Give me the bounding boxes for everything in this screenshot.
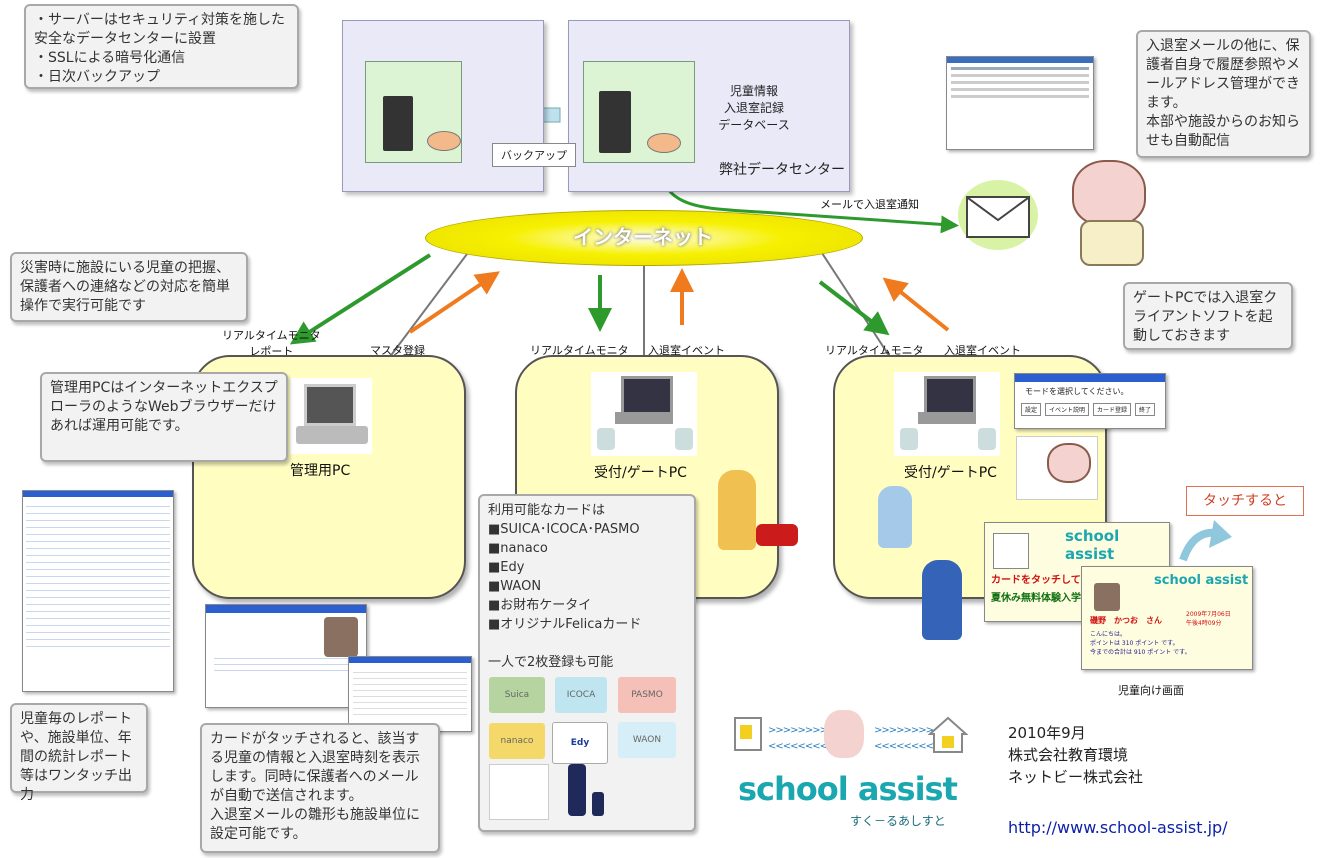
footer-company-2: ネットビー株式会社 [1008,768,1144,786]
internet-link-left [379,249,471,371]
school-assist-kana: すく－るあしすと [850,814,946,828]
callout-admin-pc: 管理用PCはインターネットエクスプローラのようなWebブラウザーだけあれば運用可… [40,372,288,462]
admin-pc-label: 管理用PC [290,463,351,479]
datacenter-name: 弊社データセンター [719,162,845,178]
report-thumbnail [22,490,174,692]
disk-icon [647,133,681,153]
backup-label: バックアップ [492,143,576,167]
child-screen-logo: school assist [1154,573,1249,588]
laptop-icon [894,372,1000,456]
gate-client-dialog: モードを選択してください。 設定 イベント説明 カード登録 終了 [1014,373,1166,429]
mascot-cat [1072,160,1146,226]
mail-icon [966,196,1030,238]
mascot-cat-body [1080,220,1144,266]
callout-parent-mail: 入退室メールの他に、保護者自身で履歴参照やメールアドレス管理ができます。 本部や… [1136,30,1311,158]
child-name: 磯野 かつお さん [1090,616,1162,625]
school-assist-logo: school assist [738,770,958,808]
card-image: PASMO [618,677,676,713]
touch-info-thumbnail [205,604,367,708]
callout-reports: 児童毎のレポートや、施設単位、年間の統計レポート等はワンタッチ出力 [10,703,148,803]
child-points-total: 今までの合計は 910 ポイント です。 [1090,649,1191,656]
mobile-phone-icon [568,764,586,816]
child-time: 午後4時09分 [1186,620,1222,627]
mobile-phone-icon [592,792,604,816]
card-image: ICOCA [555,677,607,713]
disk-icon [427,131,461,151]
flow-chevrons-left: <<<<<<<< [768,741,828,752]
footer-company-1: 株式会社教育環境 [1008,746,1129,764]
wagon-icon [756,524,798,546]
gate-dialog-message: モードを選択してください。 [1025,387,1129,396]
child-figure [878,486,912,548]
callout-gate-pc: ゲートPCでは入退室クライアントソフトを起動しておきます [1123,282,1293,350]
flow-label-event-2: 入退室イベント [944,344,1021,357]
footer-url[interactable]: http://www.school-assist.jp/ [1008,818,1228,837]
callout-touch-info: カードがタッチされると、該当する児童の情報と入退室時刻を表示します。同時に保護者… [200,723,440,853]
arrow-event2 [882,277,950,332]
footer-date: 2010年9月 [1008,724,1086,742]
child-screen-prompt: カードをタッチしてください [991,575,1121,586]
callout-datacenter-security: ・サーバーはセキュリティ対策を施した安全なデータセンターに設置 ・SSLによる暗… [24,4,299,89]
flow-label-event-1: 入退室イベント [648,344,725,357]
gate-dialog-button[interactable]: イベント説明 [1045,403,1090,416]
mail-notice-label: メールで入退室通知 [820,198,919,211]
card-image: WAON [618,722,676,758]
gate-dialog-button[interactable]: 終了 [1135,403,1156,416]
mail-template-thumbnail [348,656,472,732]
laptop-icon [591,372,697,456]
desktop-pc-icon [290,378,372,454]
flow-chevrons-right: >>>>>>>> [874,725,934,736]
internet-label: インターネット [573,225,713,249]
parent-site-thumbnail [946,56,1094,150]
db-label: 児童情報 入退室記録 データベース [718,84,790,132]
flow-label-realtime-report: リアルタイムモニタ レポート [222,329,321,358]
flow-chevrons-left: <<<<<<<< [874,741,934,752]
server-icon [599,91,631,153]
child-figure [922,560,962,640]
gate-dialog-button[interactable]: 設定 [1021,403,1042,416]
card-reader-icon [734,717,762,751]
callout-disaster: 災害時に施設にいる児童の把握、保護者への連絡などの対応を簡単操作で実行可能です [10,252,248,322]
flow-label-realtime-1: リアルタイムモニタ [530,344,629,357]
card-image-original [489,764,549,820]
internet-cloud [425,210,863,266]
gate-pc-label-2: 受付/ゲートPC [904,465,997,481]
card-image: Suica [489,677,545,713]
child-screen-logo: school assist [1065,527,1120,563]
child-screen-caption: 児童向け画面 [1118,684,1184,697]
arrow-to-admin [289,253,432,345]
mascot-cat-small [824,710,864,758]
gate-pc-label-1: 受付/ゲートPC [594,465,687,481]
card-image: Edy [552,722,608,764]
child-screen-after: school assist 磯野 かつお さん 2009年7月06日 午後4時0… [1081,566,1253,670]
arrow-master [408,271,500,334]
flow-label-master: マスタ登録 [370,344,425,357]
flow-chevrons-right: >>>>>>>> [768,725,828,736]
child-greet: こんにちは。 [1090,631,1127,638]
touch-label: タッチすると [1186,486,1304,516]
child-points: ポイントは 310 ポイント です。 [1090,640,1179,647]
house-icon [927,716,969,754]
callout-cards: 利用可能なカードは ■SUICA･ICOCA･PASMO ■nanaco ■Ed… [478,494,696,832]
main-datacenter-box: 児童情報 入退室記録 データベース 弊社データセンター [568,20,850,192]
child-figure [718,470,756,550]
gate-cat-thumbnail [1016,436,1098,500]
flow-label-realtime-2: リアルタイムモニタ [825,344,924,357]
server-icon [383,96,413,151]
arrow-to-gate2 [818,280,890,336]
child-date: 2009年7月06日 [1186,611,1231,618]
child-screen-event: 夏休み無料体験入学 [991,593,1081,604]
gate-dialog-button[interactable]: カード登録 [1093,403,1132,416]
card-image: nanaco [489,723,545,759]
